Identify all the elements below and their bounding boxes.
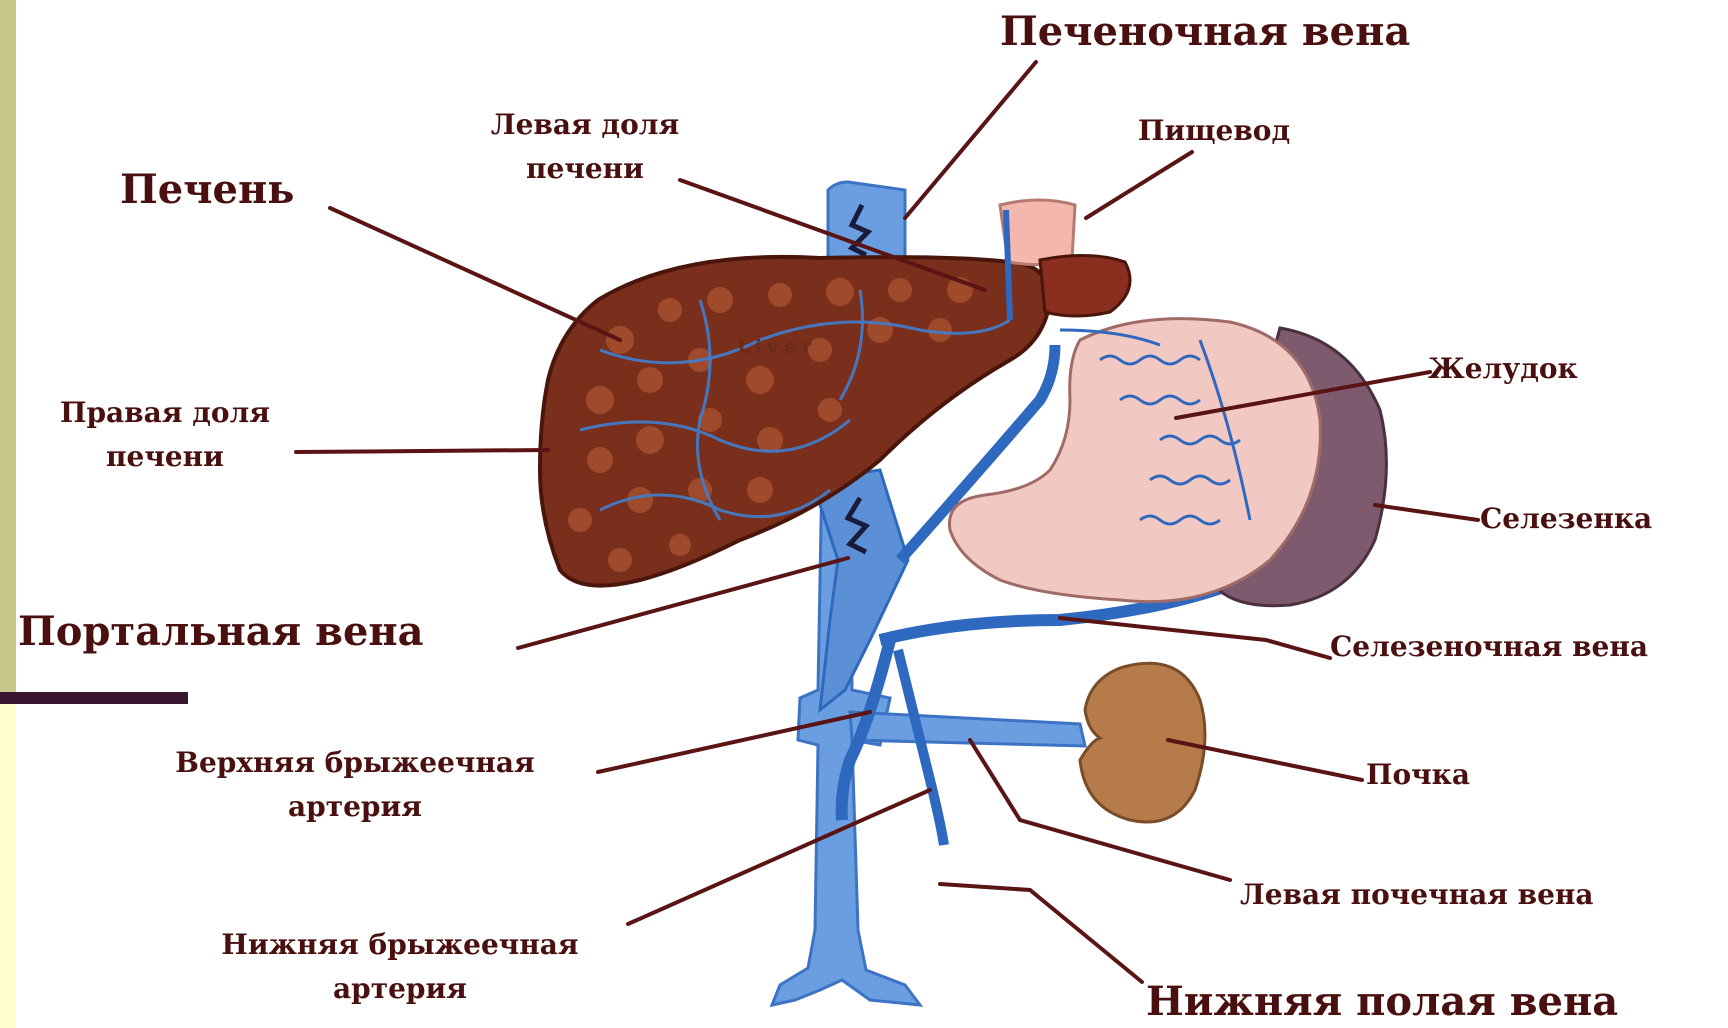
left-renal-vein-shape [850,712,1085,746]
esophagus-shape [1000,200,1075,265]
label-right-lobe-line2: печени [30,442,300,473]
label-hepatic-vein: Печеночная вена [1000,10,1410,54]
label-portal-vein: Портальная вена [18,610,424,654]
label-left-renal-vein: Левая почечная вена [1240,880,1594,911]
leader-hepatic-vein [905,62,1036,218]
label-inferior-mesenteric-line2: артерия [180,974,620,1005]
leader-liver [330,208,620,340]
leader-right-lobe [296,450,548,452]
label-superior-mesenteric-line2: артерия [120,792,590,823]
leader-esophagus [1086,152,1192,218]
label-kidney: Почка [1366,760,1470,791]
leader-inferior-vena-cava [940,884,1142,982]
label-right-lobe-line1: Правая доля [30,398,300,429]
label-stomach: Желудок [1428,354,1578,385]
label-left-lobe-line1: Левая доля [465,110,705,141]
label-inferior-mesenteric-line1: Нижняя брыжеечная [180,930,620,961]
label-inferior-vena-cava: Нижняя полая вена [1146,980,1618,1024]
gastric-fundus [1040,255,1130,316]
liver-inline-label: Liver [738,336,816,358]
inferior-mesenteric-vessel [898,650,944,845]
label-superior-mesenteric-line1: Верхняя брыжеечная [120,748,590,779]
esophagus-vessel [1006,210,1010,320]
leader-inferior-mesenteric [628,790,930,924]
label-liver: Печень [120,168,294,212]
label-esophagus: Пищевод [1138,116,1290,147]
leader-splenic-vein [1060,618,1330,658]
label-spleen: Селезенка [1480,504,1652,535]
label-left-lobe-line2: печени [465,154,705,185]
label-splenic-vein: Селезеночная вена [1330,632,1648,663]
leader-spleen [1375,505,1478,520]
